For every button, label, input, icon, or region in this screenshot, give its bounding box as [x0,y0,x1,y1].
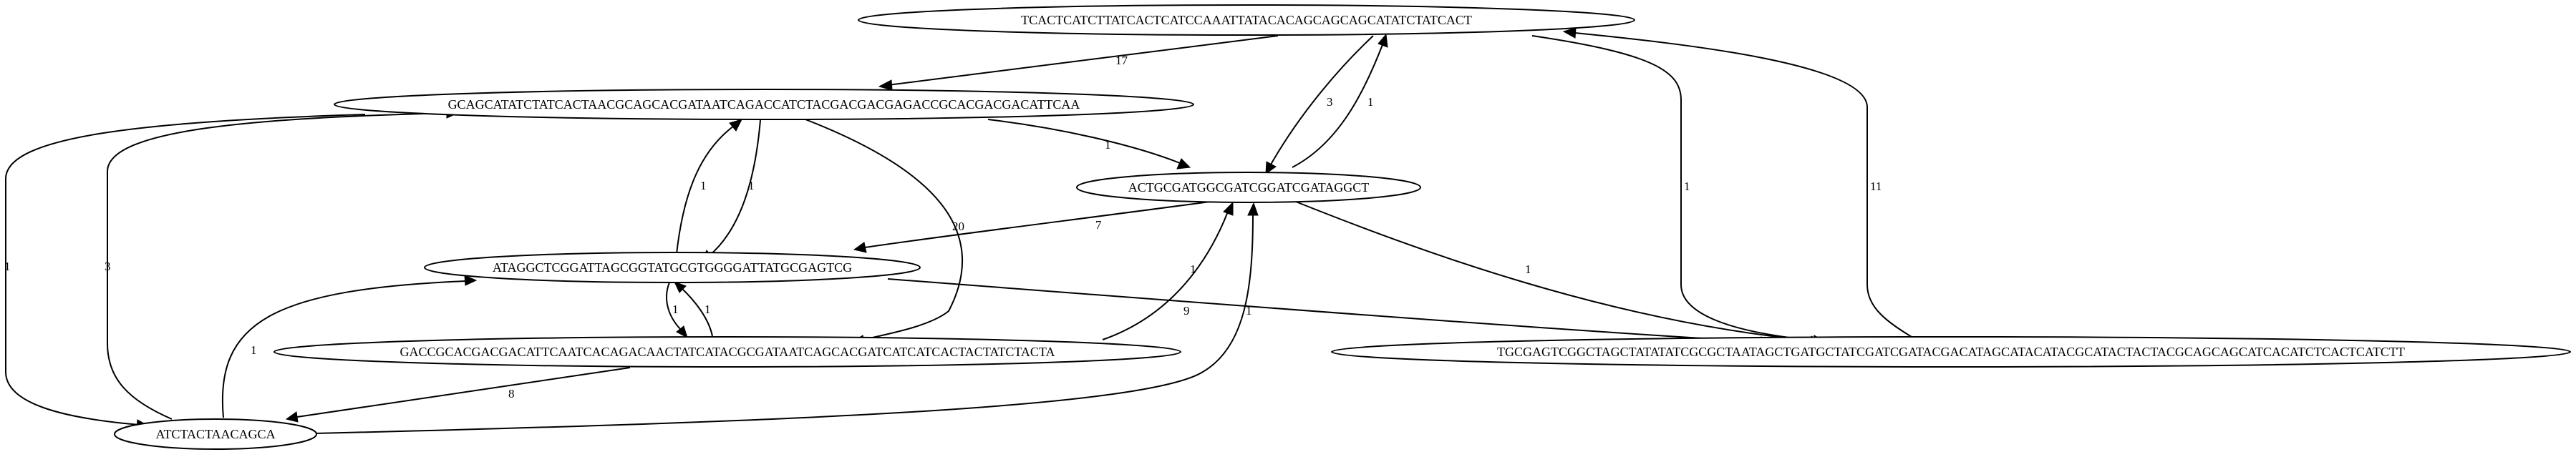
edge-n3-n1: 1 [1292,33,1388,168]
edge-arrowhead [1265,161,1277,175]
edge-label: 8 [508,387,515,401]
edge-line [805,119,963,340]
edge-label: 3 [105,260,111,273]
edge-arrowhead [676,325,688,339]
edge-arrowhead [729,119,742,132]
node-label: ATCTACTAACAGCA [155,427,275,441]
edge-n2-n4: 1 [701,119,761,262]
node-label: ACTGCGATGGCGATCGGATCGATAGGCT [1128,180,1370,195]
edge-line [1292,42,1384,168]
edge-label: 1 [1246,304,1252,318]
edge-n7-n2: 3 [105,107,460,420]
edge-label: 17 [1115,54,1128,67]
edge-n6-n1: 11 [1562,27,1916,340]
edge-arrowhead [674,281,687,293]
node-ellipse [1331,336,2571,368]
edge-line [1574,32,1916,340]
edge-label: 1 [1105,138,1111,152]
edge-label: 11 [1870,180,1882,193]
node-ellipse [334,89,1194,120]
edge-line [221,280,466,418]
edge-label: 1 [748,179,755,192]
graph-node-n1[interactable]: TCACTCATCTTATCACTCATCCAAATTATACACAGCAGCA… [858,4,1635,36]
edge-line [107,112,448,420]
edge-line [887,278,1762,343]
edge-line [864,198,1232,248]
edge-arrowhead [1247,202,1259,216]
edge-line [987,119,1181,164]
edge-arrowhead [285,411,299,423]
edge-label: 20 [952,220,964,233]
edge-label: 7 [1095,218,1102,232]
edge-line [5,114,366,426]
edge-label: 1 [1367,95,1374,109]
edge-line [887,35,1279,86]
edge-label: 1 [1684,180,1690,193]
graph-node-n4[interactable]: ATAGGCTCGGATTAGCGGTATGCGTGGGGATTATGCGAGT… [424,252,921,283]
edge-n4-n5: 1 [666,282,688,339]
edge-line [676,125,735,255]
edge-n7-n3: 1 [314,202,1259,434]
graph-node-n5[interactable]: GACCGCACGACGACATTCAATCACAGACAACTATCATACG… [273,336,1181,368]
graph-node-n3[interactable]: ACTGCGATGGCGATCGGATCGATAGGCT [1076,172,1421,203]
node-ellipse [1076,172,1421,203]
node-label: GACCGCACGACGACATTCAATCACAGACAACTATCATACG… [400,345,1055,359]
edge-label: 9 [1183,304,1190,318]
edge-n5-n7: 8 [285,367,631,423]
edge-n1-n3: 3 [1265,35,1374,175]
node-label: ATAGGCTCGGATTAGCGGTATGCGTGGGGATTATGCGAGT… [493,260,852,275]
node-ellipse [114,418,317,450]
node-label: TCACTCATCTTATCACTCATCCAAATTATACACAGCAGCA… [1021,13,1472,27]
edge-n1-n2: 17 [878,35,1279,91]
edge-line [296,367,631,418]
edge-n4-n2: 1 [676,119,742,255]
edge-arrowhead [1562,27,1577,39]
edge-line [666,282,682,331]
node-ellipse [273,336,1181,368]
edge-n5-n3: 1 [1102,201,1234,340]
edge-line [1102,211,1229,340]
node-ellipse [858,4,1635,36]
edge-n3-n6: 1 [1295,201,1824,347]
edge-line [1270,35,1374,165]
edge-label: 1 [251,343,257,357]
edge-line [1295,201,1812,341]
node-label: GCAGCATATCTATCACTAACGCAGCACGATAATCAGACCA… [448,97,1080,112]
edge-arrowhead [1223,201,1234,216]
edge-arrowhead [853,242,867,253]
graph-node-n2[interactable]: GCAGCATATCTATCACTAACGCAGCACGATAATCAGACCA… [334,89,1194,120]
edge-arrowhead [1377,33,1388,48]
node-label: TGCGAGTCGGCTAGCTATATATCGCGCTAATAGCTGATGC… [1497,345,2405,359]
edge-n2-n7: 1 [4,114,366,431]
edge-label: 1 [672,303,679,316]
edge-n3-n4: 7 [853,198,1232,253]
edge-n2-n3: 1 [987,119,1191,169]
edges-layer: 17 3 1 1 11 1 [4,27,1916,434]
edge-arrowhead [464,275,478,286]
edge-n7-n4: 1 [221,275,478,418]
edge-line [708,119,761,257]
edge-line [1531,35,1816,341]
edge-n2-n5: 20 [805,119,964,346]
edge-label: 3 [1327,95,1333,109]
edge-arrowhead [878,79,893,91]
edge-n5-n4: 1 [674,281,713,337]
edge-label: 1 [700,179,707,192]
node-ellipse [424,252,921,283]
edge-arrowhead [1176,158,1191,169]
edge-n1-n6: 1 [1531,35,1827,347]
graph-node-n6[interactable]: TGCGAGTCGGCTAGCTATATATCGCGCTAATAGCTGATGC… [1331,336,2571,368]
edge-label: 1 [704,303,711,316]
edge-label: 1 [4,260,11,273]
graph-node-n7[interactable]: ATCTACTAACAGCA [114,418,317,450]
edge-label: 1 [1190,262,1196,276]
nodes-layer: TCACTCATCTTATCACTCATCCAAATTATACACAGCAGCA… [114,4,2571,450]
edge-line [681,288,713,337]
edge-line [314,214,1254,434]
edge-label: 1 [1525,262,1531,276]
